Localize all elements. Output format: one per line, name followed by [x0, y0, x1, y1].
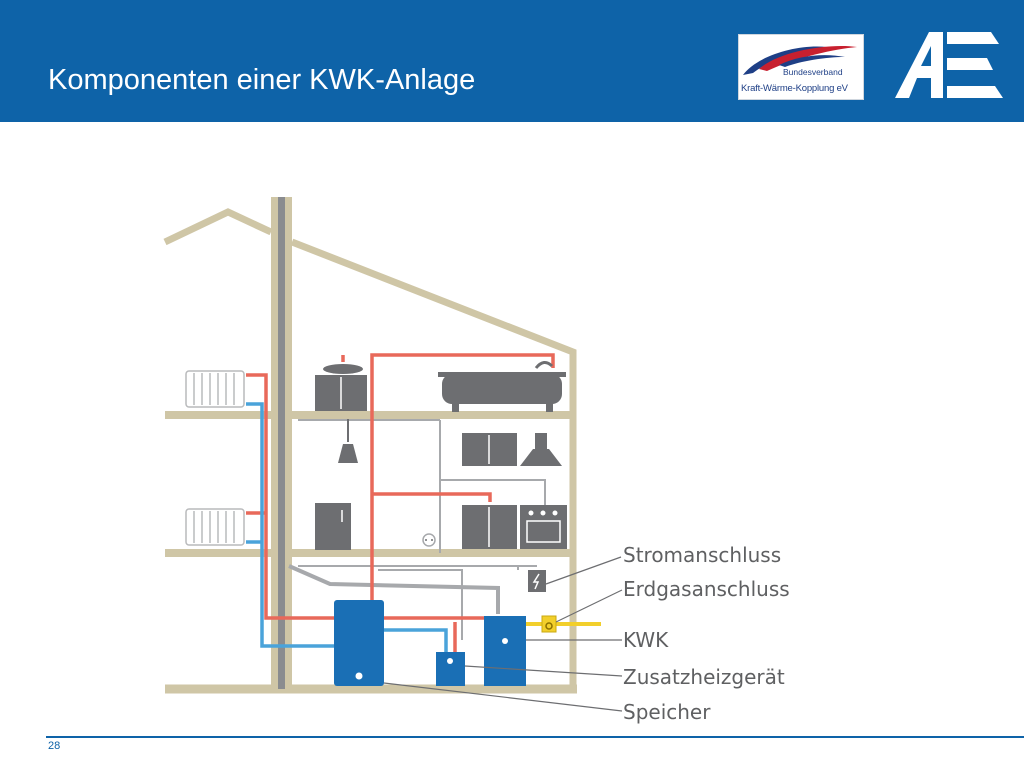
- bkwk-logo-line2: Kraft-Wärme-Kopplung eV: [741, 83, 848, 94]
- chp-unit: [484, 616, 526, 686]
- house-roof-right: [290, 238, 577, 690]
- ae-logo-icon: [895, 32, 1003, 98]
- bathtub: [438, 361, 566, 412]
- label-stromanschluss: Stromanschluss: [623, 543, 781, 567]
- control-line-4: [440, 479, 546, 505]
- bkwk-logo-line1: Bundesverband: [783, 67, 843, 77]
- kitchen-wall-cabinets: [462, 433, 517, 466]
- electricity-meter: [528, 570, 546, 592]
- label-zusatzheizgeraet: Zusatzheizgerät: [623, 665, 785, 689]
- page-number: 28: [48, 740, 61, 752]
- callout-lines: [383, 556, 623, 712]
- radiator-upper: [185, 370, 245, 408]
- stove: [520, 505, 567, 549]
- kitchen-base-cabinets: [462, 505, 517, 549]
- slide-title: Komponenten einer KWK-Anlage: [48, 64, 476, 96]
- footer-divider: [46, 736, 1024, 738]
- ceiling-lamp: [338, 419, 358, 463]
- range-hood: [520, 433, 562, 466]
- bkwk-logo: Bundesverband Kraft-Wärme-Kopplung eV: [738, 34, 864, 100]
- label-kwk: KWK: [623, 628, 669, 652]
- house-roof: [163, 208, 273, 246]
- gas-meter: [541, 615, 557, 633]
- heat-storage-tank: [334, 600, 384, 686]
- flue-pipe: [288, 564, 500, 614]
- label-speicher: Speicher: [623, 700, 711, 724]
- label-erdgasanschluss: Erdgasanschluss: [623, 577, 790, 601]
- radiator-lower: [185, 508, 245, 546]
- sink-cabinet: [315, 364, 367, 411]
- bkwk-swoosh-icon: [743, 45, 857, 75]
- hot-water-pipes: [246, 353, 555, 655]
- fridge: [315, 503, 351, 550]
- cold-water-pipes: [246, 402, 448, 652]
- auxiliary-heater: [436, 652, 465, 686]
- wall-socket: [422, 533, 436, 547]
- chimney-flue: [278, 197, 285, 689]
